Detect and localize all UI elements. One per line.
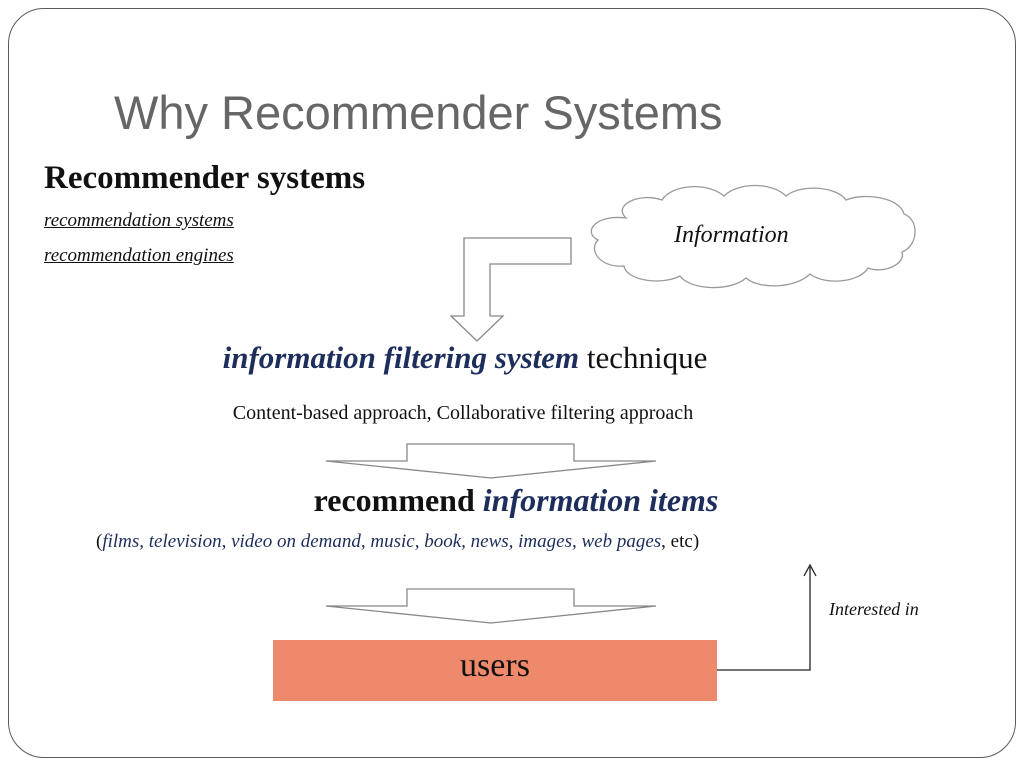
slide-frame — [8, 8, 1016, 758]
examples-close: , etc) — [661, 531, 700, 552]
users-label: users — [460, 647, 530, 684]
slide-title: Why Recommender Systems — [114, 86, 723, 139]
recommend-emphasis: information items — [482, 482, 719, 518]
recommend-lead: recommend — [313, 482, 483, 518]
examples-open: ( — [96, 531, 103, 552]
alias-recommendation-systems[interactable]: recommendation systems — [44, 210, 234, 231]
alias-recommendation-engines[interactable]: recommendation engines — [44, 245, 234, 266]
interested-in-label: Interested in — [829, 599, 919, 619]
recommend-line: recommend information items — [0, 482, 1024, 519]
approaches-text: Content-based approach, Collaborative fi… — [232, 402, 694, 424]
technique-line: information filtering system technique — [0, 340, 930, 376]
technique-rest: technique — [579, 340, 708, 375]
examples-text: (films, television, video on demand, mus… — [96, 531, 699, 553]
users-box: users — [273, 640, 717, 701]
technique-emphasis: information filtering system — [222, 340, 580, 375]
section-heading: Recommender systems — [44, 160, 366, 196]
cloud-label: Information — [674, 222, 789, 248]
examples-list: films, television, video on demand, musi… — [102, 531, 662, 552]
